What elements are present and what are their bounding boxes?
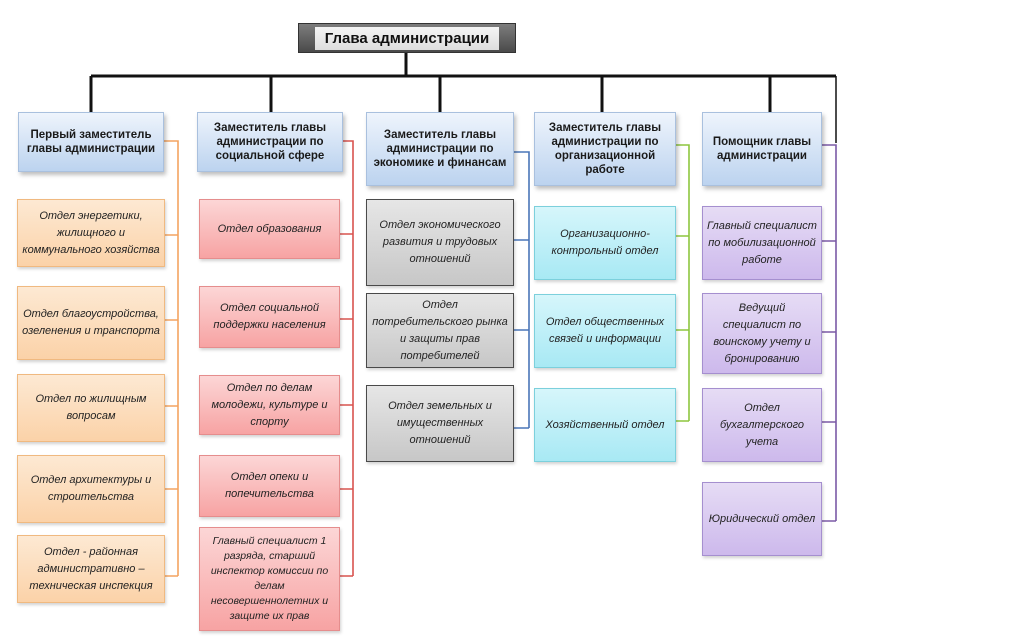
social-deputy-head-label: Заместитель главы администрации по социа…	[213, 122, 327, 162]
dept-accounting: Отдел бухгалтерского учета	[702, 388, 822, 462]
dept-guardianship: Отдел опеки и попечительства	[199, 455, 340, 517]
dept-education: Отдел образования	[199, 199, 340, 259]
dept-architecture: Отдел архитектуры и строительства	[17, 455, 165, 523]
dept-economic-development: Отдел экономического развития и трудовых…	[366, 199, 514, 286]
dept-technical-inspection: Отдел - районная административно – техни…	[17, 535, 165, 603]
head-of-administration-label: Глава администрации	[314, 26, 500, 50]
dept-label: Юридический отдел	[708, 512, 816, 525]
dept-label: Главный специалист 1 разряда, старший ин…	[210, 535, 329, 622]
dept-label: Отдел бухгалтерского учета	[719, 401, 805, 448]
economy-deputy-head-label: Заместитель главы администрации по эконо…	[373, 129, 507, 169]
dept-label: Отдел социальной поддержки населения	[213, 302, 326, 331]
dept-label: Организационно-контрольный отдел	[551, 228, 659, 257]
assistant-head-box: Помощник главы администрации	[702, 112, 822, 186]
economy-deputy-head-box: Заместитель главы администрации по эконо…	[366, 112, 514, 186]
dept-label: Отдел образования	[217, 222, 322, 235]
organization-deputy-head-label: Заместитель главы администрации по орган…	[548, 122, 662, 176]
dept-energy-housing: Отдел энергетики, жилищного и коммунальн…	[17, 199, 165, 267]
dept-military-registration-specialist: Ведущий специалист по воинскому учету и …	[702, 293, 822, 374]
dept-public-relations: Отдел общественных связей и информации	[534, 294, 676, 368]
dept-label: Отдел благоустройства, озеленения и тран…	[22, 308, 160, 337]
dept-social-support: Отдел социальной поддержки населения	[199, 286, 340, 348]
dept-mobilization-specialist: Главный специалист по мобилизационной ра…	[702, 206, 822, 280]
dept-label: Отдел - районная административно – техни…	[29, 545, 153, 592]
dept-label: Главный специалист по мобилизационной ра…	[707, 219, 817, 266]
dept-landscaping-transport: Отдел благоустройства, озеленения и тран…	[17, 286, 165, 360]
dept-label: Отдел потребительского рынка и защиты пр…	[372, 298, 508, 362]
dept-label: Отдел земельных и имущественных отношени…	[388, 400, 492, 446]
organization-deputy-head-box: Заместитель главы администрации по орган…	[534, 112, 676, 186]
dept-land-property: Отдел земельных и имущественных отношени…	[366, 385, 514, 462]
dept-minors-commission: Главный специалист 1 разряда, старший ин…	[199, 527, 340, 631]
dept-label: Отдел по жилищным вопросам	[35, 393, 147, 422]
dept-consumer-market: Отдел потребительского рынка и защиты пр…	[366, 293, 514, 368]
dept-housing-issues: Отдел по жилищным вопросам	[17, 374, 165, 442]
dept-legal: Юридический отдел	[702, 482, 822, 556]
dept-label: Ведущий специалист по воинскому учету и …	[713, 301, 811, 365]
social-deputy-head-box: Заместитель главы администрации по социа…	[197, 112, 343, 172]
dept-organizational-control: Организационно-контрольный отдел	[534, 206, 676, 280]
assistant-head-label: Помощник главы администрации	[712, 136, 812, 162]
dept-label: Отдел по делам молодежи, культуре и спор…	[211, 381, 328, 428]
first-deputy-head-label: Первый заместитель главы администрации	[26, 129, 156, 155]
dept-youth-culture-sport: Отдел по делам молодежи, культуре и спор…	[199, 375, 340, 435]
head-of-administration-box: Глава администрации	[298, 23, 516, 53]
dept-label: Отдел архитектуры и строительства	[30, 474, 152, 503]
dept-label: Отдел общественных связей и информации	[545, 316, 665, 345]
dept-label: Отдел энергетики, жилищного и коммунальн…	[22, 209, 160, 256]
dept-label: Отдел опеки и попечительства	[225, 471, 314, 500]
dept-label: Хозяйственный отдел	[545, 418, 665, 431]
first-deputy-head-box: Первый заместитель главы администрации	[18, 112, 164, 172]
dept-label: Отдел экономического развития и трудовых…	[379, 219, 501, 265]
dept-economic-affairs: Хозяйственный отдел	[534, 388, 676, 462]
